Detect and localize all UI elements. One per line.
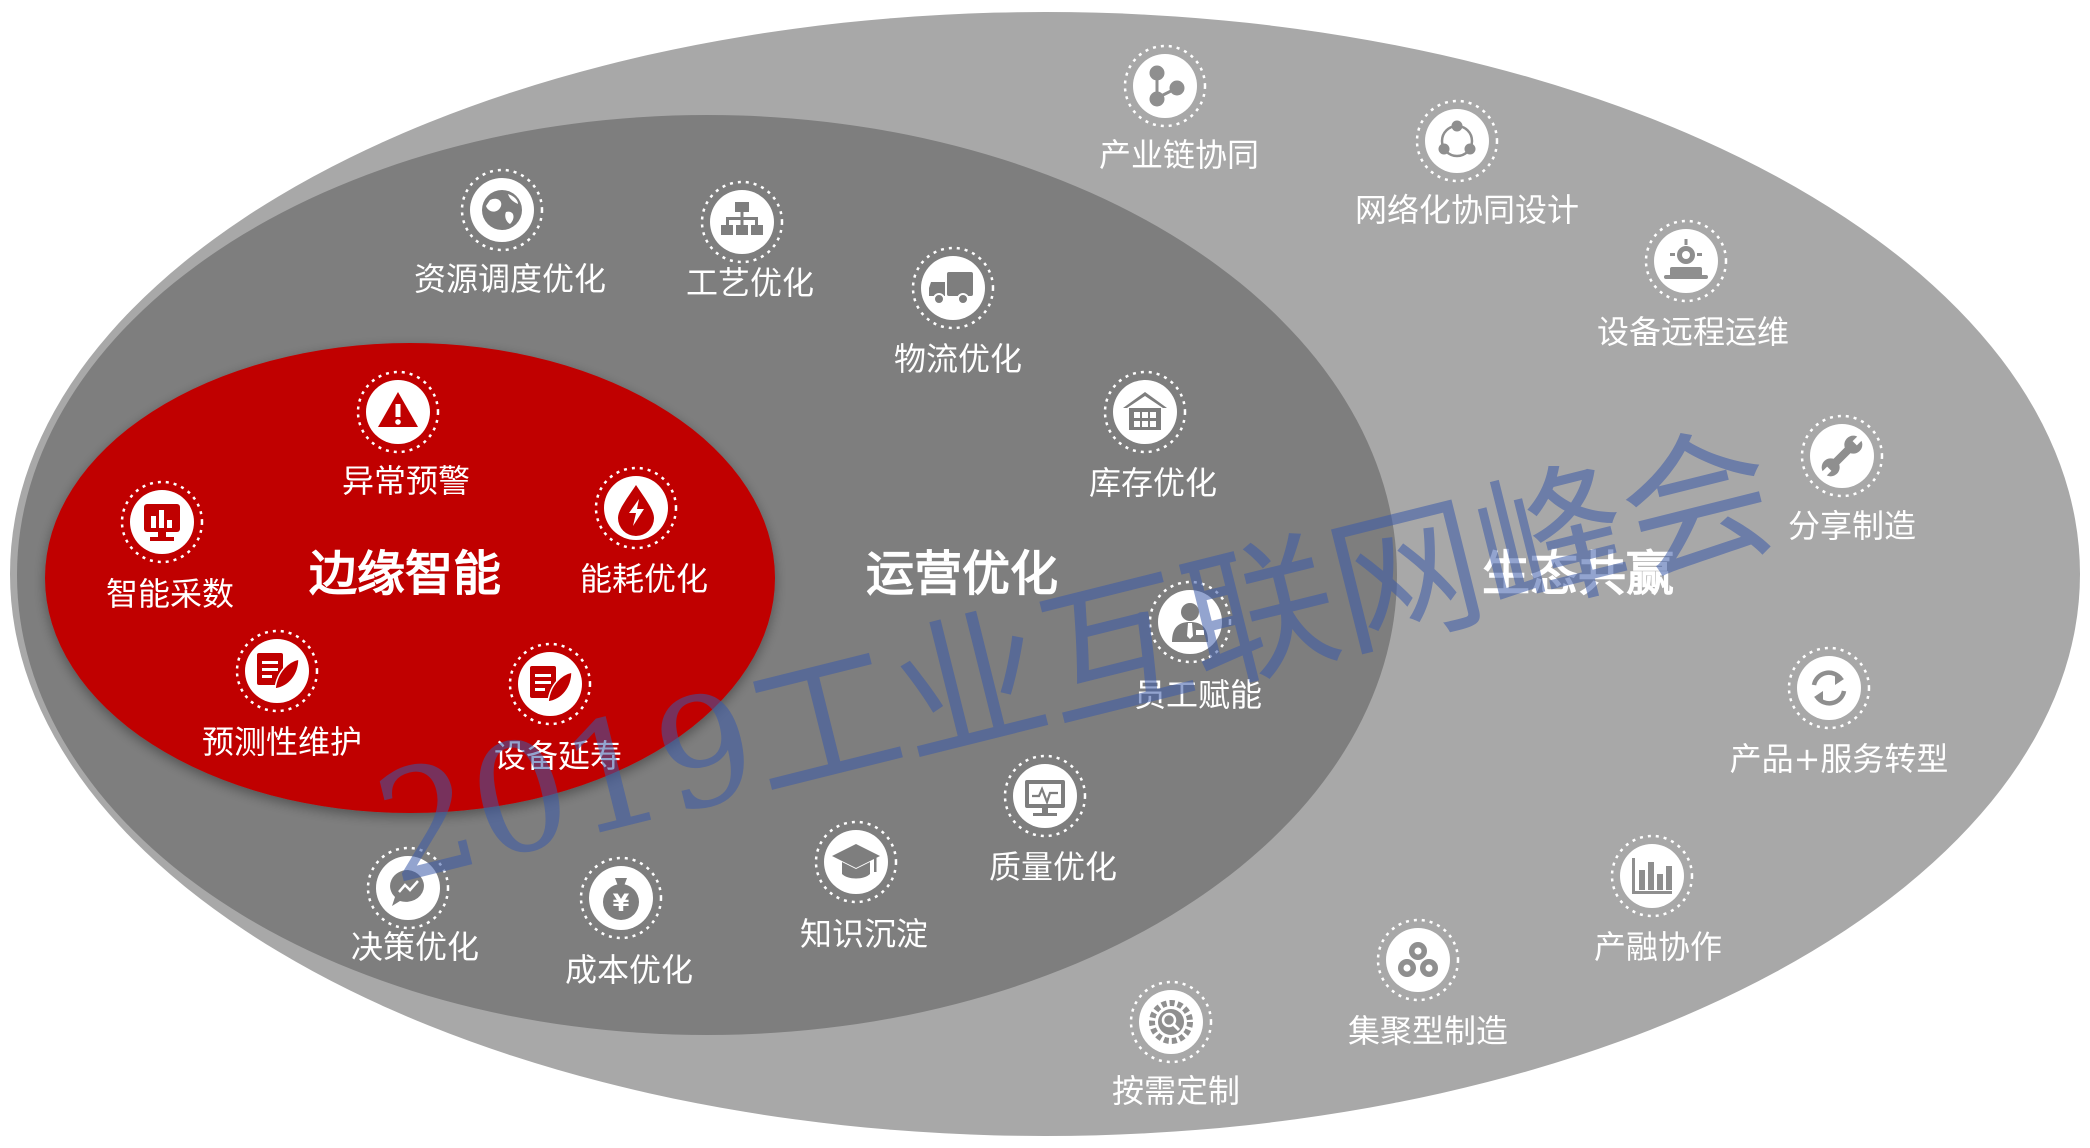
item-label: 物流优化 — [894, 340, 1022, 378]
ops-region-title: 运营优化 — [866, 546, 1058, 602]
item-employee-empower: 员工赋能 — [1134, 580, 1262, 714]
item-label: 工艺优化 — [686, 264, 814, 302]
warehouse-icon — [1123, 392, 1167, 430]
item-industry-chain: 产业链协同 — [1099, 44, 1259, 174]
svg-text:¥: ¥ — [613, 889, 630, 917]
eco-region-title: 生态共赢 — [1482, 546, 1674, 602]
item-label: 决策优化 — [351, 928, 479, 966]
item-decision-opt: 决策优化 — [351, 846, 479, 966]
share-nodes-icon — [1149, 65, 1185, 107]
graduation-cap-icon — [832, 844, 880, 879]
item-remote-ops: 设备远程运维 — [1597, 219, 1789, 351]
inner-ellipse-edge — [45, 343, 775, 813]
refresh-icon — [1811, 670, 1847, 706]
energy-drop-icon — [618, 485, 654, 536]
item-industry-finance: 产融协作 — [1594, 834, 1722, 966]
item-equipment-life: 设备延寿 — [494, 642, 622, 775]
item-label: 知识沉淀 — [800, 915, 928, 953]
item-predictive-maintenance: 预测性维护 — [202, 629, 362, 761]
remote-device-icon — [1664, 239, 1708, 279]
item-label: 设备延寿 — [494, 737, 622, 775]
decision-chat-icon — [390, 870, 424, 906]
item-layer: 异常预警 智能采数 能耗优化 — [106, 44, 1949, 1110]
item-process-opt: 工艺优化 — [686, 180, 814, 302]
gear-search-icon — [1149, 1000, 1193, 1044]
wrench-icon — [1820, 434, 1864, 478]
item-label: 库存优化 — [1089, 464, 1217, 502]
bar-chart-icon — [1632, 858, 1672, 894]
item-label: 质量优化 — [989, 848, 1117, 886]
item-cost-opt: ¥ 成本优化 — [565, 856, 693, 989]
item-knowledge: 知识沉淀 — [800, 820, 928, 953]
item-energy-opt: 能耗优化 — [580, 466, 708, 598]
item-inventory-opt: 库存优化 — [1089, 370, 1217, 502]
warning-icon — [378, 392, 418, 427]
item-label: 分享制造 — [1788, 507, 1916, 545]
gears-icon — [1398, 942, 1438, 977]
item-label: 网络化协同设计 — [1355, 191, 1579, 229]
item-on-demand: 按需定制 — [1112, 980, 1240, 1110]
item-label: 能耗优化 — [580, 560, 708, 598]
item-label: 按需定制 — [1112, 1072, 1240, 1110]
item-smart-collect: 智能采数 — [106, 480, 234, 613]
item-product-service: 产品+服务转型 — [1730, 646, 1949, 778]
leaf-report-icon — [257, 653, 300, 690]
item-cluster-manufacturing: 集聚型制造 — [1348, 918, 1508, 1050]
item-quality-opt: 质量优化 — [989, 754, 1117, 886]
leaf-report-icon — [530, 666, 573, 703]
item-label: 产品+服务转型 — [1730, 740, 1949, 778]
item-label: 成本优化 — [565, 951, 693, 989]
item-label: 产业链协同 — [1099, 136, 1259, 174]
truck-icon — [929, 272, 973, 305]
money-bag-icon: ¥ — [603, 878, 639, 920]
edge-region-title: 边缘智能 — [309, 546, 501, 602]
org-chart-icon — [721, 202, 763, 235]
item-network-design: 网络化协同设计 — [1355, 99, 1579, 229]
item-shared-manufacturing: 分享制造 — [1788, 414, 1916, 545]
employee-icon — [1172, 603, 1208, 642]
network-cycle-icon — [1438, 120, 1476, 158]
item-label: 预测性维护 — [202, 723, 362, 761]
item-label: 异常预警 — [342, 462, 470, 500]
globe-icon — [482, 190, 522, 230]
item-label: 智能采数 — [106, 575, 234, 613]
monitor-icon — [1025, 780, 1065, 816]
item-logistics-opt: 物流优化 — [894, 246, 1022, 378]
item-label: 产融协作 — [1594, 928, 1722, 966]
item-label: 资源调度优化 — [414, 260, 606, 298]
item-resource-scheduling: 资源调度优化 — [414, 168, 606, 298]
bar-chart-icon — [144, 504, 180, 541]
item-label: 集聚型制造 — [1348, 1012, 1508, 1050]
item-abnormal-warning: 异常预警 — [342, 370, 470, 500]
item-label: 员工赋能 — [1134, 676, 1262, 714]
item-label: 设备远程运维 — [1597, 313, 1789, 351]
